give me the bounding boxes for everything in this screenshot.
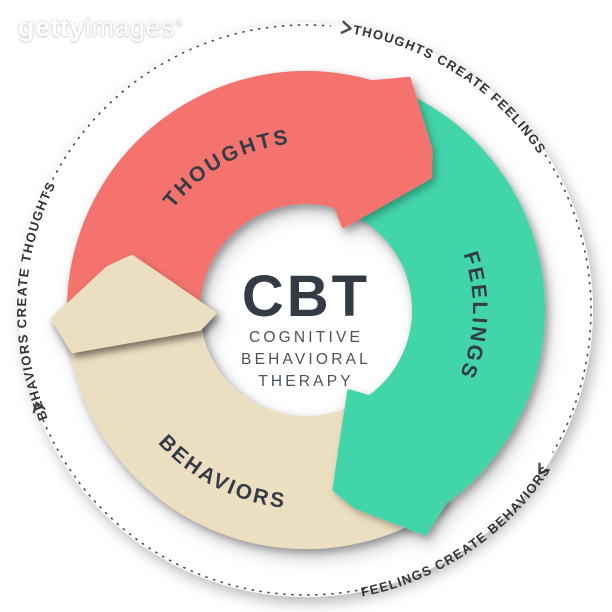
- center-acronym: CBT: [242, 264, 370, 329]
- center-subtitle-line-1: COGNITIVE: [249, 329, 363, 346]
- flow-direction-arrow-icon: [32, 401, 46, 414]
- flow-direction-arrow-icon: [538, 462, 550, 475]
- center-subtitle-line-2: BEHAVIORAL: [241, 351, 371, 368]
- arrow-behaviors-head: [51, 254, 217, 354]
- flow-direction-arrow-icon: [340, 20, 352, 34]
- watermark-getty: getty: [18, 12, 86, 42]
- dotted-arc: [44, 24, 331, 195]
- cycle-arrows: [51, 71, 545, 549]
- dotted-arc: [41, 416, 366, 596]
- center-title: CBT COGNITIVE BEHAVIORAL THERAPY: [241, 264, 371, 390]
- center-subtitle-line-3: THERAPY: [258, 373, 354, 390]
- watermark-registered: ®: [175, 18, 183, 29]
- getty-watermark: gettyimages®: [18, 12, 183, 43]
- dotted-ring: [32, 20, 592, 596]
- watermark-images: images: [85, 12, 176, 42]
